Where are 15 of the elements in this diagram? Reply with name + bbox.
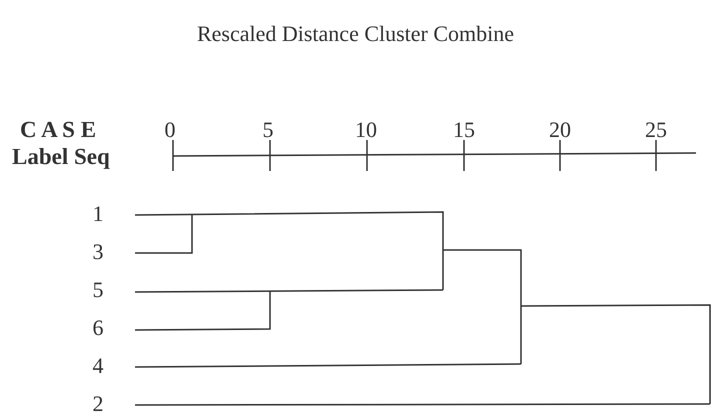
tick-label: 10	[355, 116, 377, 144]
case-label: 4	[92, 352, 104, 380]
case-label: 1	[92, 200, 104, 228]
chart-title: Rescaled Distance Cluster Combine	[196, 20, 516, 48]
case-label: 3	[92, 238, 104, 266]
case-label: 2	[92, 390, 104, 412]
tick-label: 15	[453, 116, 475, 144]
tick-label: 25	[645, 116, 667, 144]
tick-label: 0	[164, 116, 176, 144]
axis-header: C A S E	[20, 116, 96, 144]
tick-label: 5	[262, 116, 274, 144]
case-label: 5	[92, 276, 104, 304]
tick-label: 20	[549, 116, 571, 144]
axis-header: Label Seq	[12, 143, 110, 171]
case-label: 6	[92, 314, 104, 342]
